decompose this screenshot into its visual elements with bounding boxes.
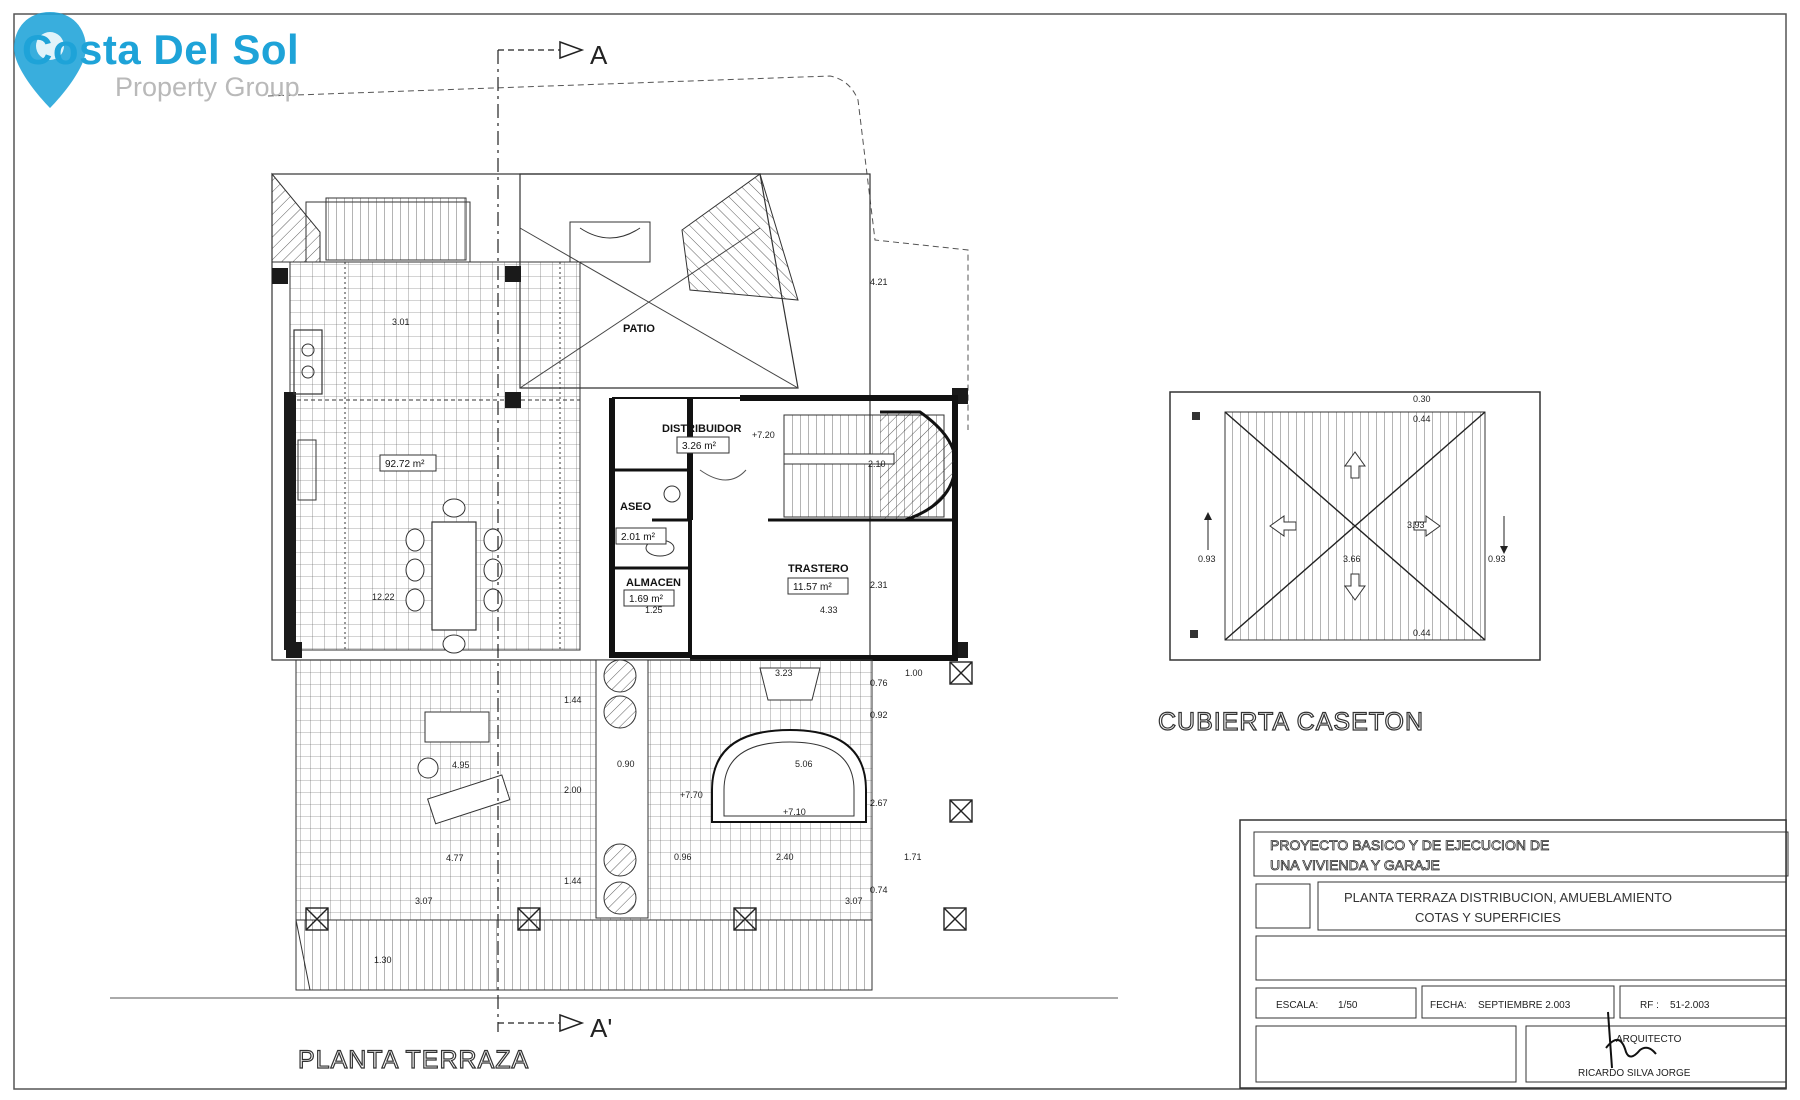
dim-1-30: 1.30: [374, 955, 392, 965]
company-logo: Costa Del Sol Property Group: [10, 8, 330, 118]
escala-label: ESCALA:: [1276, 1000, 1318, 1011]
dim-1-44-b: 1.44: [564, 876, 582, 886]
dim-0-74: 0.74: [870, 885, 888, 895]
logo-subtitle: Property Group: [115, 72, 300, 102]
escala-value: 1/50: [1338, 1000, 1358, 1011]
dim-2-40: 2.40: [776, 852, 794, 862]
level-7-10: +7.10: [783, 807, 806, 817]
room-label-distribuidor: DISTRIBUIDOR: [662, 423, 742, 435]
roof-dim-0-93-right: 0.93: [1488, 554, 1506, 564]
dim-0-92: 0.92: [870, 710, 888, 720]
architect-name: RICARDO SILVA JORGE: [1578, 1068, 1691, 1079]
dim-0-76: 0.76: [870, 678, 888, 688]
dim-0-90: 0.90: [617, 759, 635, 769]
level-7-70: +7.70: [680, 790, 703, 800]
dim-1-71: 1.71: [904, 852, 922, 862]
map-pin-icon: [14, 12, 86, 108]
fecha-value: SEPTIEMBRE 2.003: [1478, 1000, 1571, 1011]
room-label-trastero: TRASTERO: [788, 563, 849, 575]
dim-12-22: 12.22: [372, 592, 395, 602]
project-line-1: PROYECTO BASICO Y DE EJECUCION DE: [1270, 837, 1549, 853]
dim-4-33: 4.33: [820, 605, 838, 615]
dim-1-00: 1.00: [905, 668, 923, 678]
drawing-line-1: PLANTA TERRAZA DISTRIBUCION, AMUEBLAMIEN…: [1344, 890, 1672, 905]
dim-4-21: 4.21: [870, 277, 888, 287]
roof-plan: 0.93 3.66 0.93 3.93 0.44 0.44 0.30 CUBIE…: [1157, 391, 1541, 737]
roof-title: CUBIERTA CASETON: [1158, 708, 1424, 736]
dim-2-31: 2.31: [870, 580, 888, 590]
rf-label: RF :: [1640, 1000, 1659, 1011]
room-label-aseo: ASEO: [620, 501, 652, 513]
drawing-line-2: COTAS Y SUPERFICIES: [1415, 910, 1561, 925]
dim-3-07-a: 3.07: [415, 896, 433, 906]
project-line-2: UNA VIVIENDA Y GARAJE: [1270, 857, 1440, 873]
area-distribuidor: 3.26 m²: [682, 441, 717, 452]
title-block: PROYECTO BASICO Y DE EJECUCION DE UNA VI…: [1239, 819, 1789, 1089]
roof-dim-3-66: 3.66: [1343, 554, 1361, 564]
section-marker-top: A: [590, 40, 608, 70]
roof-dim-0-93-left: 0.93: [1198, 554, 1216, 564]
dim-4-77: 4.77: [446, 853, 464, 863]
roof-dim-0-44-bottom: 0.44: [1413, 628, 1431, 638]
architect-label: ARQUITECTO: [1616, 1034, 1682, 1045]
dim-2-00: 2.00: [564, 785, 582, 795]
area-aseo: 2.01 m²: [621, 532, 656, 543]
logo-title: Costa Del Sol: [22, 26, 300, 73]
area-terrace: 92.72 m²: [385, 459, 425, 470]
roof-dim-3-93: 3.93: [1407, 520, 1425, 530]
area-almacen: 1.69 m²: [629, 594, 664, 605]
dim-5-06: 5.06: [795, 759, 813, 769]
dim-4-95: 4.95: [452, 760, 470, 770]
dim-3-07-b: 3.07: [845, 896, 863, 906]
dim-3-23: 3.23: [775, 668, 793, 678]
floor-plan: A A' PATIO DISTRIBUIDOR ASEO ALMACEN TRA…: [110, 40, 1118, 1075]
dim-0-96: 0.96: [674, 852, 692, 862]
plan-title: PLANTA TERRAZA: [298, 1046, 529, 1074]
fecha-label: FECHA:: [1430, 1000, 1467, 1011]
rf-value: 51-2.003: [1670, 1000, 1710, 1011]
area-trastero: 11.57 m²: [793, 582, 832, 593]
dim-2-67: 2.67: [870, 798, 888, 808]
section-marker-bottom: A': [590, 1013, 612, 1043]
roof-dim-0-30: 0.30: [1413, 394, 1431, 404]
room-label-almacen: ALMACEN: [626, 577, 681, 589]
dim-3-01: 3.01: [392, 317, 410, 327]
level-7-20: +7.20: [752, 430, 775, 440]
dim-2-10: 2.10: [868, 459, 886, 469]
dim-1-25: 1.25: [645, 605, 663, 615]
room-label-patio: PATIO: [623, 323, 655, 335]
architect-signature: [1605, 1011, 1657, 1069]
roof-dim-0-44-top: 0.44: [1413, 414, 1431, 424]
sheet-frame: [13, 13, 1787, 1090]
dim-1-44-a: 1.44: [564, 695, 582, 705]
